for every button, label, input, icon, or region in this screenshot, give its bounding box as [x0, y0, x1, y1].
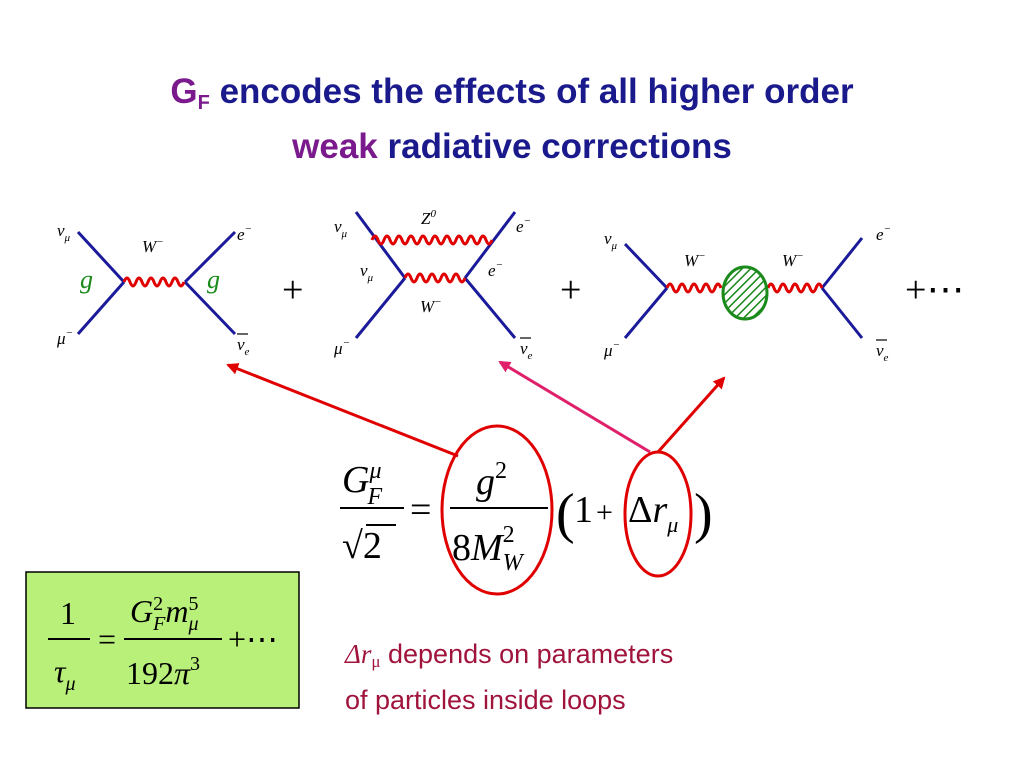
feynman-diagram-box: νμ e− μ− νe Z0 νμ e− W− — [333, 208, 533, 362]
fermion-line — [820, 287, 864, 339]
label-nu-mu: νμ — [57, 221, 71, 244]
label-nu-e-bar: νe — [237, 335, 250, 358]
title-weak-word: weak — [292, 127, 378, 166]
feynman-diagram-self-energy: νμ e− μ− νe W− W− — [603, 223, 891, 364]
lt-lhs-denominator: τμ — [54, 653, 76, 695]
highlight-ellipse-delta-r — [623, 450, 693, 578]
lt-plus-ellipsis: +⋯ — [228, 621, 278, 657]
eq-lhs-denominator: √2 — [342, 525, 382, 567]
fermion-line — [820, 237, 864, 289]
z-boson-propagator — [370, 234, 494, 246]
eq-plus: + — [596, 496, 613, 529]
title-line-2: weak radiative corrections — [292, 127, 732, 166]
label-nu-e-bar: νe — [876, 341, 889, 364]
feynman-diagram-tree: νμ e− μ− νe W− g g — [56, 221, 252, 358]
eq-paren-close: ) — [694, 483, 713, 545]
note-line-1: Δrμ depends on parameters — [345, 639, 674, 671]
fermion-line — [354, 277, 407, 339]
fermi-constant-symbol: GF — [170, 72, 210, 114]
label-muon: μ− — [56, 327, 73, 348]
note-line-2: of particles inside loops — [345, 685, 626, 715]
eq-equals: = — [410, 489, 431, 531]
label-w-boson-right: W− — [782, 250, 804, 270]
arrow-to-tree-diagram — [226, 363, 459, 458]
lt-rhs-denominator: 192π3 — [126, 653, 200, 691]
title-line-1: GF encodes the effects of all higher ord… — [170, 72, 854, 114]
loop-blob — [721, 265, 769, 321]
eq-delta-r: Δrμ — [628, 489, 678, 537]
lt-lhs-numerator: 1 — [60, 595, 76, 631]
label-w-boson-left: W− — [684, 250, 706, 270]
fermion-line — [183, 280, 237, 336]
eq-rhs-numerator: g2 — [476, 458, 507, 503]
label-muon: μ− — [603, 339, 620, 360]
w-boson-propagator-right — [766, 282, 824, 294]
arrow-to-box-diagram — [498, 360, 651, 454]
fermion-line — [623, 242, 669, 290]
delta-r-explanation: Δrμ depends on parameters of particles i… — [345, 635, 785, 719]
fermion-line — [76, 230, 126, 284]
label-electron: e− — [516, 215, 531, 236]
label-electron: e− — [237, 223, 252, 244]
coupling-g-left: g — [80, 265, 93, 294]
eq-paren-open: ( — [556, 483, 575, 545]
plus-operator: + — [282, 269, 303, 311]
label-nu-e-bar: νe — [520, 339, 533, 362]
label-w-boson: W− — [420, 296, 442, 316]
fermion-line — [76, 281, 126, 335]
fermion-line — [463, 277, 517, 339]
fermion-line — [623, 287, 669, 339]
eq-one: 1 — [574, 489, 593, 531]
note-delta-r-symbol: Δrμ — [345, 639, 381, 671]
label-z-boson: Z0 — [421, 208, 436, 228]
fermion-line — [183, 230, 237, 284]
w-boson-propagator — [403, 272, 467, 284]
label-w-boson: W− — [142, 236, 164, 256]
label-electron: e− — [876, 223, 891, 244]
plus-operator: + — [560, 269, 581, 311]
arrow-to-loop-diagram — [656, 376, 726, 453]
w-boson-propagator-left — [665, 282, 723, 294]
label-nu-mu: νμ — [604, 229, 618, 252]
label-muon: μ− — [333, 337, 350, 358]
lt-equals: = — [98, 621, 116, 657]
plus-ellipsis: +⋯ — [905, 269, 964, 311]
highlight-ellipse-coupling — [440, 424, 554, 596]
slide-title: GF encodes the effects of all higher ord… — [0, 70, 1024, 169]
label-nu-mu: νμ — [334, 217, 348, 240]
w-boson-propagator — [122, 276, 186, 288]
coupling-g-right: g — [207, 265, 220, 294]
label-electron-internal: e− — [488, 259, 503, 280]
label-nu-mu-internal: νμ — [360, 261, 374, 284]
